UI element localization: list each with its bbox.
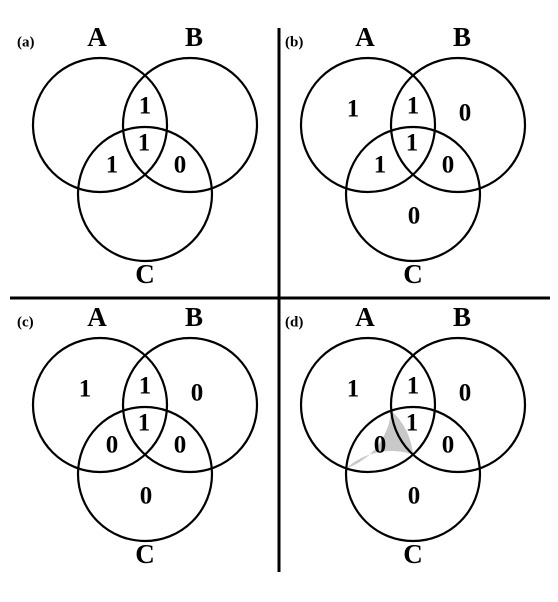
set-label-c: C [135, 539, 155, 569]
circle-c [344, 125, 482, 263]
set-label-c: C [135, 259, 155, 289]
circle-b [389, 336, 527, 474]
region-value-bc: 0 [174, 152, 187, 179]
region-value-ab: 1 [407, 373, 420, 400]
region-value-c-only: 0 [140, 483, 153, 510]
region-value-ab: 1 [139, 373, 152, 400]
set-label-b: B [453, 22, 471, 52]
region-value-c-only: 0 [408, 483, 421, 510]
region-value-abc: 1 [138, 130, 151, 157]
panel-label: (c) [17, 314, 34, 330]
set-label-a: A [87, 302, 107, 332]
set-label-c: C [403, 259, 423, 289]
circle-a [31, 336, 169, 474]
set-label-a: A [87, 22, 107, 52]
region-value-a-only: 1 [347, 376, 360, 403]
region-value-a-only: 1 [79, 376, 92, 403]
set-label-c: C [403, 539, 423, 569]
circle-a [299, 56, 437, 194]
region-value-c-only: 0 [408, 203, 421, 230]
region-value-ac: 0 [106, 432, 119, 459]
region-value-ab: 1 [407, 93, 420, 120]
circle-b [121, 56, 259, 194]
panel-label: (a) [17, 34, 35, 50]
set-label-b: B [453, 302, 471, 332]
region-value-ac: 1 [106, 152, 119, 179]
region-value-bc: 0 [442, 432, 455, 459]
region-value-a-only: 1 [347, 96, 360, 123]
region-value-abc: 1 [138, 410, 151, 437]
region-value-abc: 1 [406, 410, 419, 437]
circle-b [121, 336, 259, 474]
set-label-a: A [355, 302, 375, 332]
region-value-abc: 1 [406, 130, 419, 157]
circle-a [31, 56, 169, 194]
set-label-b: B [185, 302, 203, 332]
set-label-b: B [185, 22, 203, 52]
circle-a [299, 336, 437, 474]
region-value-bc: 0 [174, 432, 187, 459]
circle-c [344, 405, 482, 543]
region-value-bc: 0 [442, 152, 455, 179]
set-label-a: A [355, 22, 375, 52]
region-value-b-only: 0 [459, 100, 472, 127]
panel-label: (d) [285, 314, 303, 330]
circle-c [76, 125, 214, 263]
region-value-ac: 0 [374, 432, 387, 459]
circle-b [389, 56, 527, 194]
region-value-ab: 1 [139, 93, 152, 120]
shaded-region-ac [346, 410, 413, 469]
region-value-b-only: 0 [191, 380, 204, 407]
circle-c [76, 405, 214, 543]
panel-label: (b) [285, 34, 303, 50]
region-value-b-only: 0 [459, 380, 472, 407]
region-value-ac: 1 [374, 152, 387, 179]
